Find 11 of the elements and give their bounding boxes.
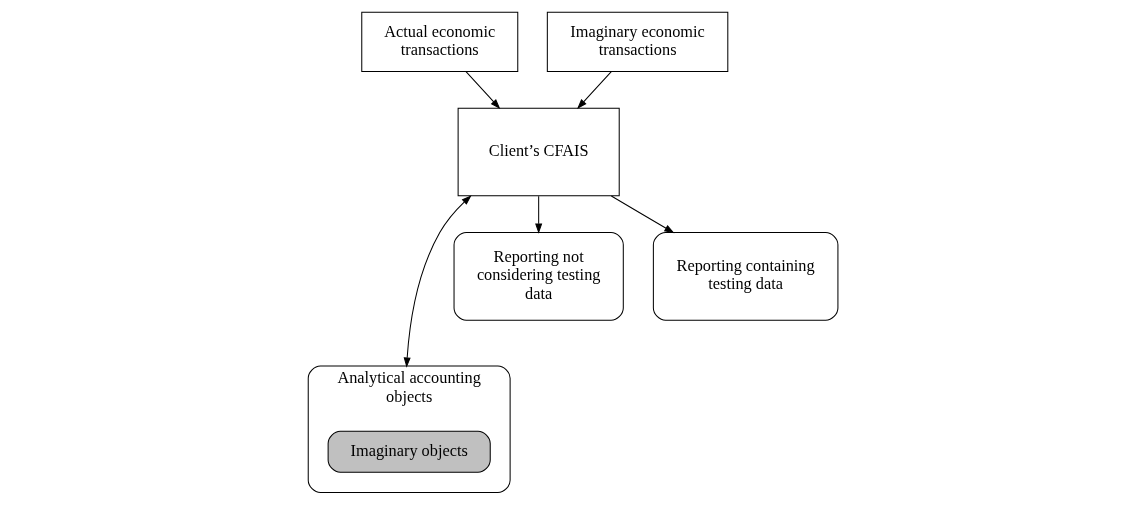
- node-box: Actual economic transactions: [361, 11, 519, 72]
- arrow: [403, 195, 472, 368]
- node-box: Imaginary objects: [327, 430, 491, 473]
- arrow: [535, 195, 543, 234]
- arrow: [465, 71, 501, 110]
- node-box: Client’s CFAIS: [457, 107, 620, 197]
- arrow: [577, 71, 612, 110]
- node-box: Reporting containing testing data: [652, 232, 839, 321]
- arrow: [610, 195, 675, 234]
- node-box: Reporting not considering testing data: [453, 232, 624, 321]
- node-box: Imaginary economic transactions: [546, 11, 729, 72]
